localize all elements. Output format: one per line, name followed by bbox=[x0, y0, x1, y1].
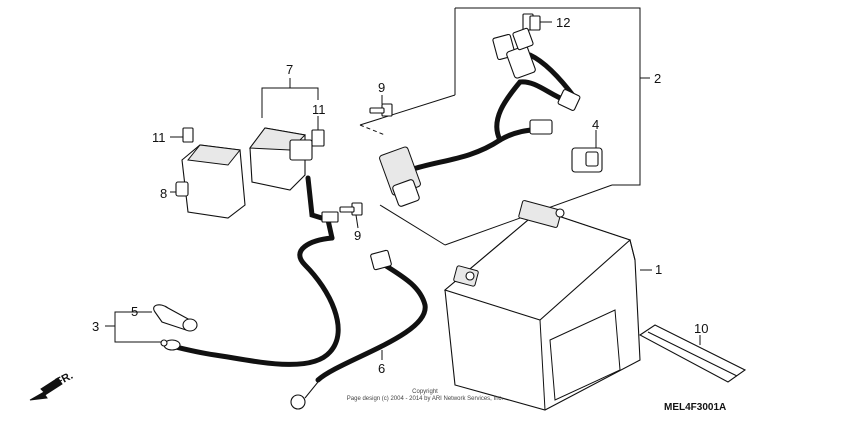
callout-9-lower: 9 bbox=[354, 228, 361, 243]
copyright-line-2: Page design (c) 2004 - 2014 by ARI Netwo… bbox=[347, 396, 504, 402]
copyright-line-1: Copyright bbox=[412, 389, 438, 395]
starter-cable bbox=[165, 175, 341, 367]
battery-strap-part-10 bbox=[638, 324, 747, 383]
direction-label: FR. bbox=[54, 370, 75, 389]
callout-3: 3 bbox=[92, 319, 99, 334]
callout-7: 7 bbox=[286, 62, 293, 77]
callout-2: 2 bbox=[654, 71, 661, 86]
ground-cable-part-6 bbox=[290, 249, 428, 410]
relay-cover-part-8 bbox=[170, 144, 246, 219]
callout-8: 8 bbox=[160, 186, 167, 201]
fuse-part-12 bbox=[522, 13, 552, 31]
callout-5: 5 bbox=[131, 304, 138, 319]
bracket-part-7 bbox=[261, 78, 319, 118]
bolt-part-9-upper bbox=[369, 95, 393, 117]
callout-1: 1 bbox=[655, 262, 662, 277]
arrow-down-left-icon bbox=[29, 377, 63, 401]
bracket-part-2 bbox=[359, 7, 650, 246]
callout-9-upper: 9 bbox=[378, 80, 385, 95]
cable-terminal-part-3 bbox=[160, 339, 181, 351]
starter-relay-part-7 bbox=[249, 127, 313, 191]
bolt-part-9-lower bbox=[339, 202, 363, 229]
wire-harness-part-2 bbox=[379, 27, 581, 207]
front-direction-indicator: FR. bbox=[29, 370, 75, 401]
terminal-boot-part-5 bbox=[153, 304, 198, 332]
callout-4: 4 bbox=[592, 117, 599, 132]
callout-10: 10 bbox=[694, 321, 708, 336]
callout-11-left: 11 bbox=[152, 130, 166, 145]
callout-12: 12 bbox=[556, 15, 570, 30]
callout-11-right: 11 bbox=[312, 102, 326, 117]
drawing-code: MEL4F3001A bbox=[664, 402, 726, 413]
battery-part-1 bbox=[443, 200, 652, 411]
clamp-part-4 bbox=[571, 130, 603, 173]
terminal-part-11-left bbox=[170, 127, 194, 143]
terminal-part-11-right bbox=[311, 116, 325, 147]
bracket-part-3 bbox=[105, 311, 162, 343]
callout-6: 6 bbox=[378, 361, 385, 376]
